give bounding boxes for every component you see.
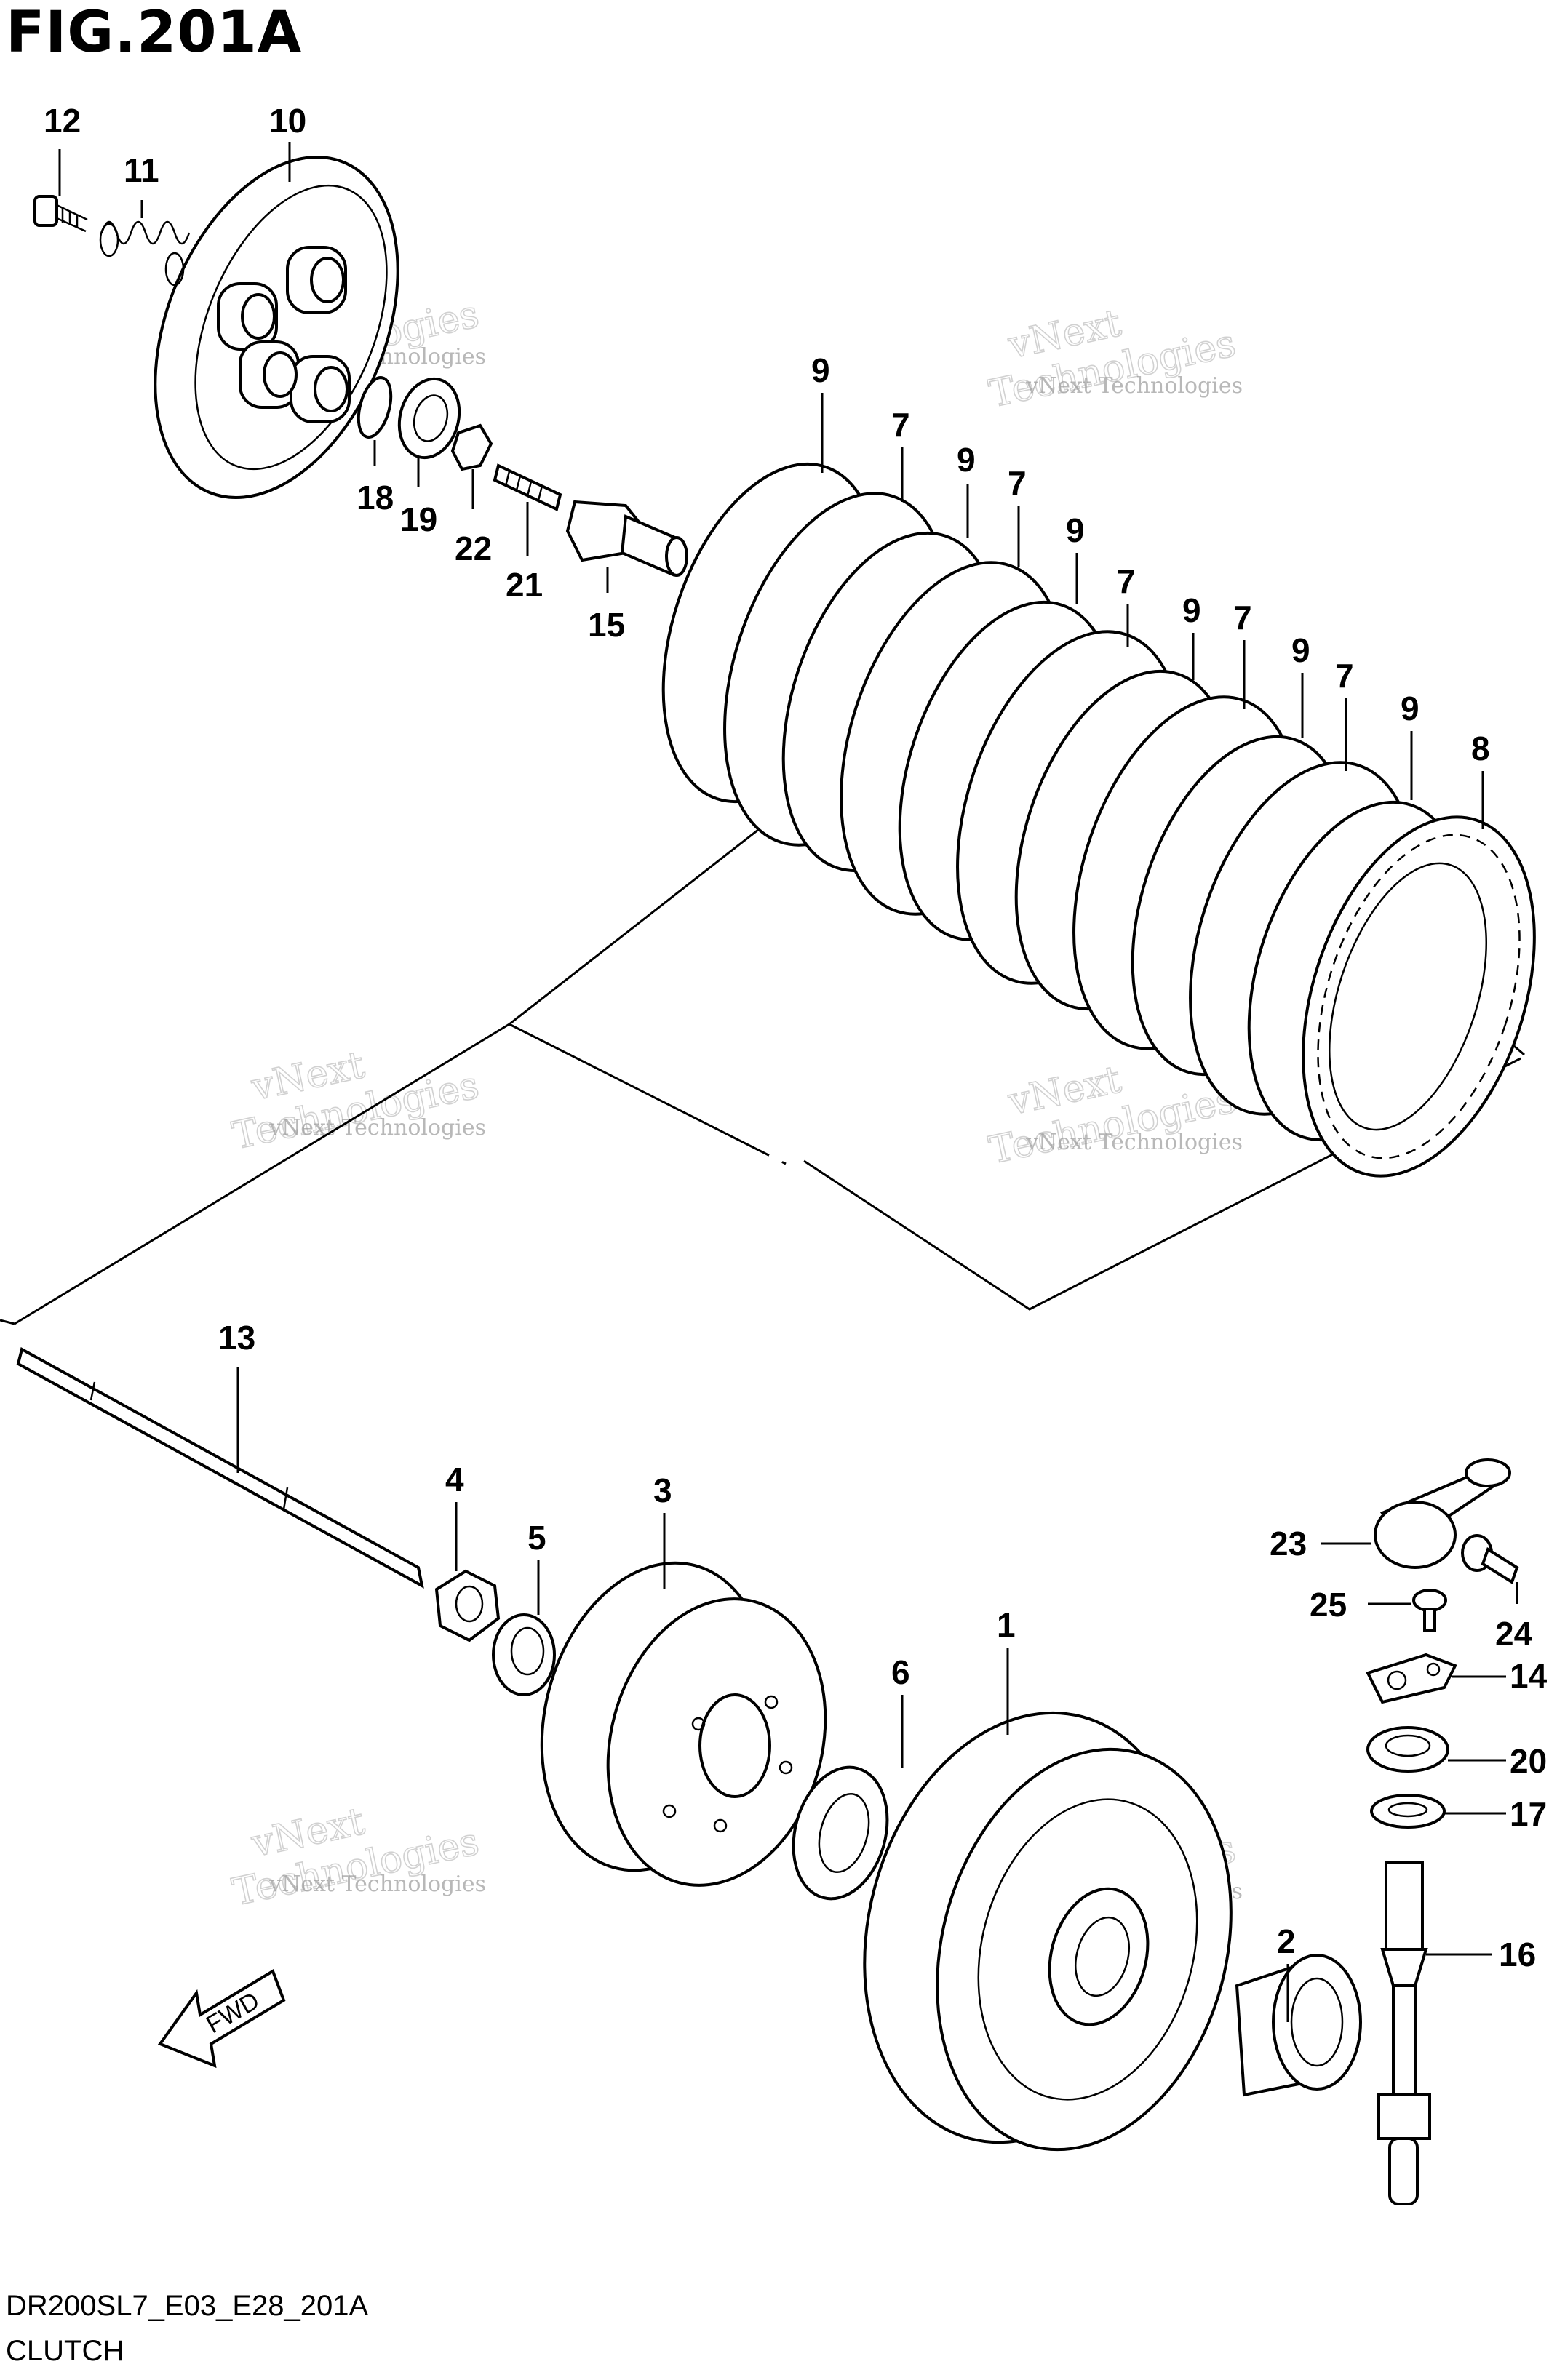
callout-9a: 9: [811, 351, 830, 389]
callout-3: 3: [653, 1471, 672, 1509]
screw-25: [1412, 1589, 1447, 1632]
callout-23: 23: [1270, 1525, 1307, 1562]
callout-7c: 7: [1117, 562, 1136, 600]
watermark-company: vNext Technologies: [1025, 373, 1243, 399]
clutch-housing-1: [863, 1711, 1233, 2152]
nut-22: [450, 423, 493, 471]
callout-25: 25: [1310, 1586, 1347, 1624]
bolt-12: [33, 195, 88, 233]
callout-9f: 9: [1401, 690, 1419, 727]
plate-14: [1366, 1653, 1457, 1704]
push-rod-13: [16, 1346, 424, 1589]
ring-18: [357, 376, 393, 439]
callout-15: 15: [588, 606, 625, 644]
friction-plate-8: [1302, 815, 1536, 1178]
washer-5: [492, 1613, 556, 1696]
callout-19: 19: [400, 500, 437, 538]
callout-5: 5: [527, 1519, 546, 1557]
callout-9d: 9: [1182, 591, 1201, 629]
clutch-hub-3: [540, 1561, 827, 1887]
callout-7a: 7: [891, 406, 910, 444]
release-shaft-16: [1377, 1861, 1431, 2205]
callout-7e: 7: [1335, 657, 1354, 695]
callout-2: 2: [1277, 1922, 1296, 1960]
callout-12: 12: [44, 102, 81, 140]
watermark-top-right: vNext Technologies vNext Technologies: [985, 300, 1243, 417]
rod-15: [565, 500, 688, 577]
release-arm-23: [1374, 1458, 1511, 1569]
callout-21: 21: [506, 566, 543, 604]
callout-9b: 9: [957, 441, 976, 479]
spring-11: [99, 220, 191, 287]
callout-17: 17: [1510, 1795, 1547, 1833]
bearing-19: [397, 377, 461, 460]
callout-8: 8: [1471, 730, 1490, 767]
callout-9c: 9: [1066, 511, 1085, 549]
nut-4: [434, 1569, 501, 1642]
leader-lines: [58, 142, 1518, 2022]
clutch-plate-stack: [661, 462, 1536, 1178]
bolt-24: [1461, 1534, 1519, 1585]
watermark-bottom-left: vNext Technologies vNext Technologies: [228, 1799, 486, 1915]
oil-seal-20: [1366, 1726, 1449, 1773]
figure-code: DR200SL7_E03_E28_201A: [6, 2290, 369, 2322]
callout-11: 11: [124, 151, 159, 189]
callout-10: 10: [269, 102, 306, 140]
callout-1: 1: [997, 1606, 1016, 1644]
watermark-company: vNext Technologies: [268, 1872, 486, 1897]
release-parts: [357, 376, 688, 577]
callout-6: 6: [891, 1653, 910, 1691]
screw-21: [493, 463, 562, 511]
watermark-company: vNext Technologies: [268, 1115, 486, 1141]
figure-title: FIG.201A: [6, 0, 303, 65]
callout-18: 18: [357, 479, 394, 516]
callout-7b: 7: [1008, 464, 1027, 502]
figure-name: CLUTCH: [6, 2335, 124, 2367]
callout-20: 20: [1510, 1742, 1547, 1780]
watermark-company: vNext Technologies: [1025, 1130, 1243, 1155]
callout-24: 24: [1495, 1615, 1533, 1653]
callout-7d: 7: [1233, 599, 1252, 636]
callout-13: 13: [218, 1319, 255, 1357]
callout-14: 14: [1510, 1657, 1548, 1695]
watermark-mid-left: vNext Technologies vNext Technologies: [228, 1042, 486, 1159]
washer-17: [1370, 1794, 1446, 1829]
forward-direction-indicator: FWD: [157, 1969, 286, 2069]
callout-22: 22: [455, 530, 492, 567]
callout-9e: 9: [1291, 631, 1310, 669]
callout-4: 4: [445, 1461, 464, 1498]
callout-labels: 12 11 10 18 19 22 21 15 9 7 9 7 9 7 9 7 …: [44, 102, 1548, 1973]
callout-16: 16: [1499, 1936, 1536, 1973]
pressure-plate: [154, 155, 399, 500]
sleeve-2: [1235, 1954, 1362, 2097]
thrust-washer-6: [792, 1765, 889, 1901]
